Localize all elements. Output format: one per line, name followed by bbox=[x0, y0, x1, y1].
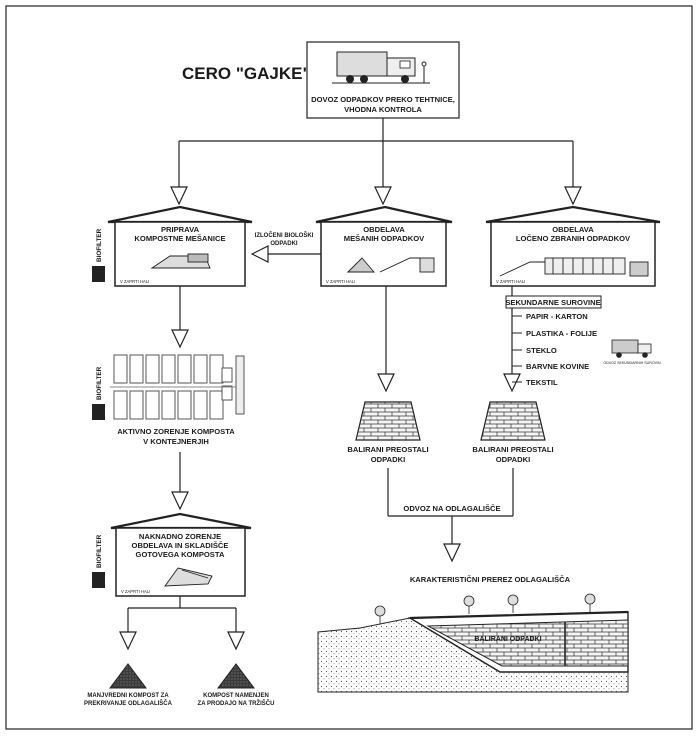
biofilter-left-label: BIOFILTER bbox=[96, 228, 103, 262]
landfill-cross-section bbox=[317, 593, 629, 693]
pile-right-line1: KOMPOST NAMENJEN bbox=[203, 693, 269, 699]
mixing-machine-icon bbox=[150, 253, 211, 269]
secondary-item-plastic: PLASTIKA - FOLIJE bbox=[526, 329, 597, 338]
biofilter-mid-label: BIOFILTER bbox=[96, 366, 103, 400]
post-hall-line1: NAKNADNO ZORENJE bbox=[139, 532, 221, 541]
secondary-materials: SEKUNDARNE SUROVINE PAPIR - KARTON PLAST… bbox=[505, 295, 661, 387]
cross-section-label: BALIRANI ODPADKI bbox=[474, 636, 541, 643]
hall-right: OBDELAVA LOČENO ZBRANIH ODPADKOV V ZAPRT… bbox=[485, 205, 661, 287]
landfill-arrowhead bbox=[443, 543, 461, 563]
biofilter-mid: BIOFILTER bbox=[92, 366, 105, 420]
pile-right-line2: ZA PRODAJO NA TRŽIŠČU bbox=[198, 699, 275, 707]
reception-box: DOVOZ ODPADKOV PREKO TEHTNICE, VHODNA KO… bbox=[306, 41, 460, 119]
right-hall-line2: LOČENO ZBRANIH ODPADKOV bbox=[516, 234, 631, 243]
screening-drum-icon bbox=[164, 567, 213, 587]
secondary-header: SEKUNDARNE SUROVINE bbox=[505, 298, 600, 307]
right-hall-line1: OBDELAVA bbox=[552, 225, 594, 234]
bales-left-icon bbox=[355, 401, 421, 441]
outer-frame bbox=[5, 5, 693, 730]
post-hall-tag: V ZAPRTI HALI bbox=[121, 589, 150, 594]
secondary-item-textile: TEKSTIL bbox=[526, 378, 558, 387]
bales-right-line2: ODPADKI bbox=[496, 455, 530, 464]
middle-hall-tag: V ZAPRTI HALI bbox=[326, 279, 355, 284]
reception-line1: DOVOZ ODPADKOV PREKO TEHTNICE, bbox=[311, 95, 455, 104]
distribution-arrowheads bbox=[170, 186, 582, 206]
secondary-item-paper: PAPIR - KARTON bbox=[526, 312, 588, 321]
hall-left: PRIPRAVA KOMPOSTNE MEŠANICE V ZAPRTI HAL… bbox=[107, 205, 253, 287]
compost-containers bbox=[110, 354, 245, 420]
pile-left-icon bbox=[109, 663, 147, 689]
truck-icon bbox=[332, 51, 430, 84]
bales-right-line1: BALIRANI PREOSTALI bbox=[472, 445, 553, 454]
biofilter-bottom-label: BIOFILTER bbox=[96, 534, 103, 568]
pile-left-line2: PREKRIVANJE ODLAGALIŠČA bbox=[84, 699, 173, 707]
left-hall-line1: PRIPRAVA bbox=[161, 225, 200, 234]
biofilter-bottom: BIOFILTER bbox=[92, 534, 105, 588]
secondary-truck-icon bbox=[611, 339, 652, 358]
sorting-machine-icon bbox=[346, 257, 435, 273]
hall-post: NAKNADNO ZORENJE OBDELAVA IN SKLADIŠČE G… bbox=[110, 512, 252, 597]
reception-line2: VHODNA KONTROLA bbox=[344, 105, 422, 114]
bio-arrow-line2: ODPADKI bbox=[270, 241, 298, 247]
hall-middle: OBDELAVA MEŠANIH ODPADKOV V ZAPRTI HALI bbox=[315, 205, 453, 287]
middle-hall-line2: MEŠANIH ODPADKOV bbox=[344, 234, 425, 243]
pile-right-icon bbox=[217, 663, 255, 689]
left-hall-line2: KOMPOSTNE MEŠANICE bbox=[134, 234, 225, 243]
landfill-lines bbox=[387, 468, 514, 552]
post-hall-line2: OBDELAVA IN SKLADIŠČE bbox=[132, 541, 229, 550]
post-hall-line3: GOTOVEGA KOMPOSTA bbox=[136, 550, 225, 559]
middle-hall-line1: OBDELAVA bbox=[363, 225, 405, 234]
pile-left-line1: MANJVREDNI KOMPOST ZA bbox=[87, 693, 169, 699]
landfill-transport-label: ODVOZ NA ODLAGALIŠČE bbox=[403, 504, 500, 513]
composting-line2: V KONTEJNERJIH bbox=[143, 437, 209, 446]
bio-waste-arrow: IZLOČENI BIOLOŠKI ODPADKI bbox=[250, 231, 321, 263]
bales-left-line1: BALIRANI PREOSTALI bbox=[347, 445, 428, 454]
secondary-item-glass: STEKLO bbox=[526, 346, 557, 355]
bales-right-icon bbox=[480, 401, 546, 441]
bio-arrow-line1: IZLOČENI BIOLOŠKI bbox=[255, 231, 314, 239]
biofilter-left: BIOFILTER bbox=[92, 228, 105, 282]
compost-split-arrowheads bbox=[119, 631, 245, 651]
left-hall-tag: V ZAPRTI HALI bbox=[120, 279, 149, 284]
right-hall-tag: V ZAPRTI HALI bbox=[496, 279, 525, 284]
left-column-arrowheads bbox=[171, 329, 189, 511]
separation-line-icon bbox=[499, 257, 649, 277]
composting-line1: AKTIVNO ZORENJE KOMPOSTA bbox=[117, 427, 235, 436]
cross-section-title: KARAKTERISTIČNI PREREZ ODLAGALIŠČA bbox=[410, 575, 571, 584]
secondary-item-metals: BARVNE KOVINE bbox=[526, 362, 589, 371]
secondary-truck-caption: ODVOZ SEKUNDARNIH SUROVIN bbox=[603, 361, 661, 365]
bale-arrowheads bbox=[377, 373, 521, 393]
bale-lines bbox=[385, 286, 513, 382]
distribution-lines bbox=[178, 118, 574, 196]
compost-split-lines bbox=[127, 596, 237, 640]
bales-left-line2: ODPADKI bbox=[371, 455, 405, 464]
site-title: CERO "GAJKE" bbox=[182, 64, 311, 83]
tree-icons bbox=[374, 593, 596, 624]
